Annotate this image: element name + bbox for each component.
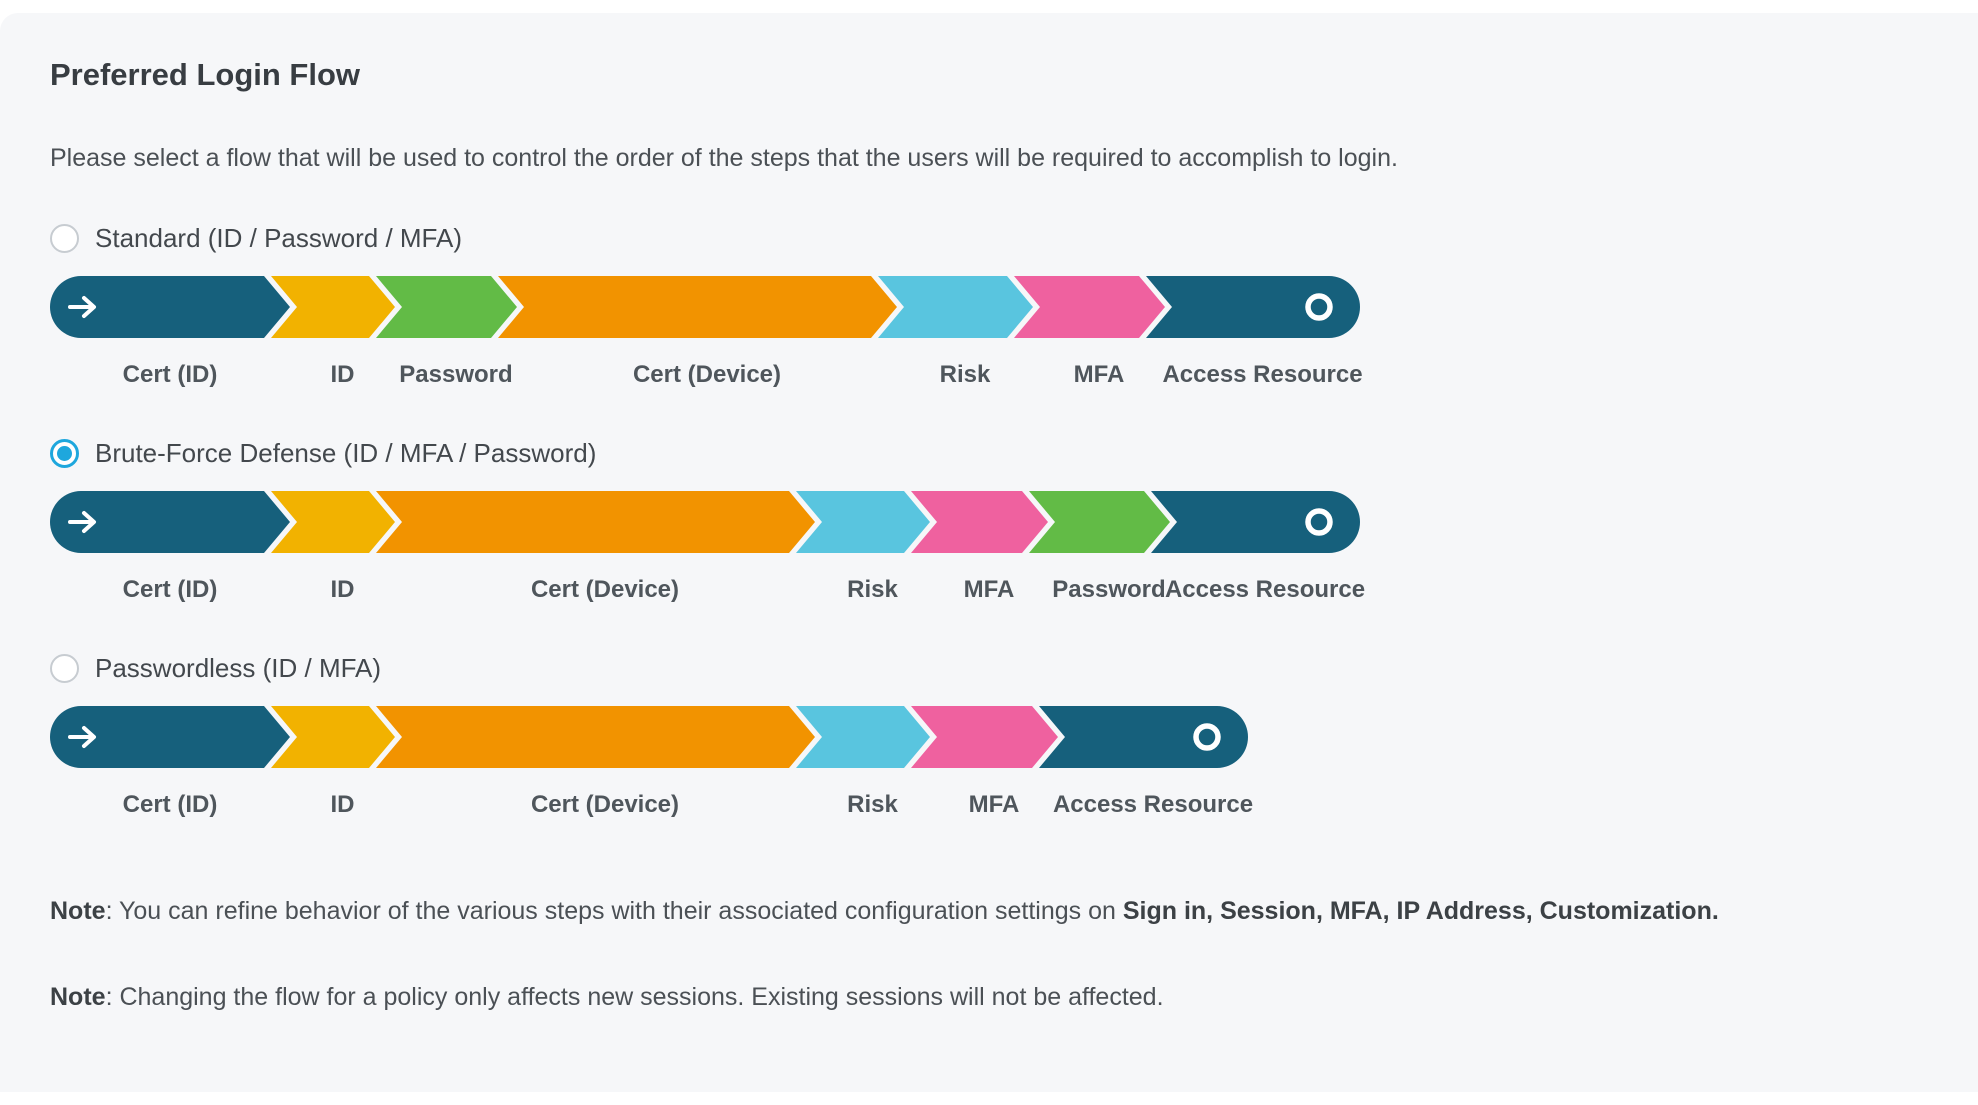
page-title: Preferred Login Flow (50, 57, 361, 92)
page-description: Please select a flow that will be used t… (50, 143, 1398, 172)
flow-step-label: Risk (847, 791, 898, 818)
flow-step-label: ID (331, 361, 355, 388)
note-emphasis: Sign in, Session, MFA, IP Address, Custo… (1122, 896, 1719, 925)
radio-option-standard[interactable]: Standard (ID / Password / MFA) (50, 223, 462, 254)
note-prefix: Note (50, 896, 106, 925)
flow-segment-id (271, 275, 395, 338)
flow-step-label: MFA (1074, 361, 1125, 388)
login-flow-option-standard: Standard (ID / Password / MFA) Cert (ID) I… (50, 223, 1928, 394)
flow-segment-cert-id (50, 490, 290, 553)
flow-step-label: Cert (ID) (123, 791, 218, 818)
flow-end-circle-icon (1305, 292, 1333, 321)
login-flow-options: Standard (ID / Password / MFA) Cert (ID) I… (50, 223, 1928, 824)
flow-step-label: Cert (Device) (531, 791, 679, 818)
flow-segment-mfa (911, 490, 1048, 553)
flow-step-label: Access Resource (1162, 361, 1362, 388)
flow-segment-mfa (911, 705, 1058, 768)
flow-step-label: Cert (ID) (123, 361, 218, 388)
flow-segment-risk (796, 705, 930, 768)
flow-step-label: MFA (964, 576, 1015, 603)
flow-segment-id (271, 490, 395, 553)
flow-diagram-passwordless: Cert (ID) ID Cert (Device) Risk MFA Access Re… (50, 705, 1253, 818)
flow-step-label: Access Resource (1053, 791, 1253, 818)
flow-step-label: MFA (969, 791, 1020, 818)
flow-segment-id (271, 705, 395, 768)
flow-segment-risk (878, 275, 1033, 338)
flow-step-label: Cert (Device) (531, 576, 679, 603)
flow-segment-password (376, 275, 517, 338)
flow-step-label: ID (331, 576, 355, 603)
note-prefix: Note (50, 982, 106, 1011)
radio-unselected-icon[interactable] (50, 223, 79, 253)
flow-step-label: Access Resource (1165, 576, 1365, 603)
flow-start-arrow-icon (68, 295, 96, 318)
flow-segment-cert-device (376, 490, 815, 553)
radio-option-label: Brute-Force Defense (ID / MFA / Password… (95, 437, 597, 468)
flow-segment-mfa (1014, 275, 1165, 338)
flow-step-label: Password (399, 361, 512, 388)
flow-segment-cert-id (50, 705, 290, 768)
flow-end-circle-icon (1305, 507, 1333, 536)
flow-segment-access-resource (1039, 705, 1248, 768)
radio-option-passwordless[interactable]: Passwordless (ID / MFA) (50, 653, 381, 684)
flow-step-label: Cert (Device) (633, 361, 781, 388)
radio-dot (57, 445, 72, 461)
flow-step-label: Risk (847, 576, 898, 603)
flow-step-label: Password (1052, 576, 1165, 603)
radio-option-label: Standard (ID / Password / MFA) (95, 222, 463, 253)
flow-segment-risk (796, 490, 930, 553)
flow-step-label: ID (331, 791, 355, 818)
note-body: : You can refine behavior of the various… (105, 896, 1123, 925)
flow-segment-access-resource (1146, 275, 1360, 338)
flow-step-label: Risk (940, 361, 991, 388)
flow-step-label: Cert (ID) (123, 576, 218, 603)
note-body: : Changing the flow for a policy only af… (105, 982, 1164, 1011)
radio-selected-icon[interactable] (50, 438, 79, 468)
radio-unselected-icon[interactable] (50, 653, 79, 683)
flow-diagram-standard: Cert (ID) ID Password Cert (Device) Risk MFA A… (50, 275, 1363, 388)
note-changing-flow: Note: Changing the flow for a policy onl… (50, 982, 1928, 1012)
flow-start-arrow-icon (68, 725, 96, 748)
flow-segment-cert-device (376, 705, 815, 768)
flow-end-circle-icon (1193, 722, 1221, 751)
flow-segment-cert-id (50, 275, 290, 338)
login-flow-option-brute-force-defense: Brute-Force Defense (ID / MFA / Password… (50, 438, 1928, 609)
flow-segment-cert-device (498, 275, 897, 338)
radio-option-label: Passwordless (ID / MFA) (95, 652, 382, 683)
flow-segment-access-resource (1151, 490, 1360, 553)
radio-option-brute-force-defense[interactable]: Brute-Force Defense (ID / MFA / Password… (50, 438, 596, 469)
note-refine-behavior: Note: You can refine behavior of the var… (50, 896, 1928, 926)
flow-segment-password (1029, 490, 1170, 553)
flow-start-arrow-icon (68, 510, 96, 533)
preferred-login-flow-panel: Preferred Login Flow Please select a flo… (0, 13, 1978, 1092)
